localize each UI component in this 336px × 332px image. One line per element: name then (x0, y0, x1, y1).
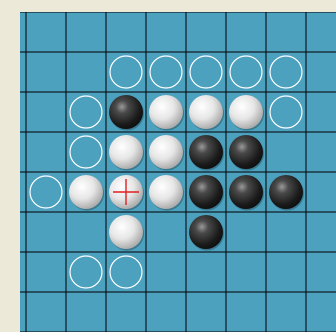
black-piece (229, 135, 263, 169)
white-piece (69, 175, 103, 209)
board-cell-r6-c6[interactable] (266, 252, 306, 292)
board-cell-r5-c7[interactable] (306, 212, 336, 252)
board-cell-r3-c7[interactable] (306, 132, 336, 172)
board-cell-r3-c6[interactable] (266, 132, 306, 172)
board-cell-r1-c6[interactable] (266, 52, 306, 92)
board-cell-r7-c6[interactable] (266, 292, 306, 332)
white-piece (109, 135, 143, 169)
board-cell-r0-c3[interactable] (146, 12, 186, 52)
white-piece (229, 95, 263, 129)
board-cell-r1-c3[interactable] (146, 52, 186, 92)
board-cell-r4-c7[interactable] (306, 172, 336, 212)
white-piece (109, 215, 143, 249)
board-cell-r7-c0[interactable] (26, 292, 66, 332)
board-cell-r6-c2[interactable] (106, 252, 146, 292)
black-piece (189, 135, 223, 169)
black-piece (189, 215, 223, 249)
board-cell-r3-c1[interactable] (66, 132, 106, 172)
black-piece (189, 175, 223, 209)
board-cell-r3-c0[interactable] (26, 132, 66, 172)
board-cell-r5-c0[interactable] (26, 212, 66, 252)
board-cell-r5-c5[interactable] (226, 212, 266, 252)
board-cell-r6-c7[interactable] (306, 252, 336, 292)
game-board[interactable] (20, 12, 336, 332)
board-cell-r6-c4[interactable] (186, 252, 226, 292)
board-cell-r1-c2[interactable] (106, 52, 146, 92)
board-cell-r5-c1[interactable] (66, 212, 106, 252)
black-piece (269, 175, 303, 209)
board-cell-r6-c5[interactable] (226, 252, 266, 292)
white-piece (189, 95, 223, 129)
white-piece (149, 95, 183, 129)
board-cell-r0-c7[interactable] (306, 12, 336, 52)
board-cell-r0-c1[interactable] (66, 12, 106, 52)
board-cell-r5-c6[interactable] (266, 212, 306, 252)
board-cell-r0-c0[interactable] (26, 12, 66, 52)
board-cell-r1-c7[interactable] (306, 52, 336, 92)
board-cell-r4-c0[interactable] (26, 172, 66, 212)
board-cell-r2-c0[interactable] (26, 92, 66, 132)
board-cell-r7-c2[interactable] (106, 292, 146, 332)
board-cell-r1-c1[interactable] (66, 52, 106, 92)
board-cell-r0-c5[interactable] (226, 12, 266, 52)
board-cell-r0-c4[interactable] (186, 12, 226, 52)
board-cell-r7-c4[interactable] (186, 292, 226, 332)
black-piece (229, 175, 263, 209)
board-cell-r1-c5[interactable] (226, 52, 266, 92)
board-cell-r6-c1[interactable] (66, 252, 106, 292)
board-cell-r7-c3[interactable] (146, 292, 186, 332)
board-cell-r1-c0[interactable] (26, 52, 66, 92)
black-piece (109, 95, 143, 129)
board-cell-r2-c6[interactable] (266, 92, 306, 132)
board-cell-r6-c0[interactable] (26, 252, 66, 292)
board-cell-r2-c1[interactable] (66, 92, 106, 132)
board-cell-r1-c4[interactable] (186, 52, 226, 92)
board-cell-r7-c1[interactable] (66, 292, 106, 332)
board-cell-r2-c7[interactable] (306, 92, 336, 132)
board-cell-r7-c5[interactable] (226, 292, 266, 332)
board-cell-r6-c3[interactable] (146, 252, 186, 292)
board-cell-r7-c7[interactable] (306, 292, 336, 332)
board-cell-r5-c3[interactable] (146, 212, 186, 252)
board-cell-r0-c6[interactable] (266, 12, 306, 52)
white-piece (149, 135, 183, 169)
white-piece (149, 175, 183, 209)
board-cell-r0-c2[interactable] (106, 12, 146, 52)
